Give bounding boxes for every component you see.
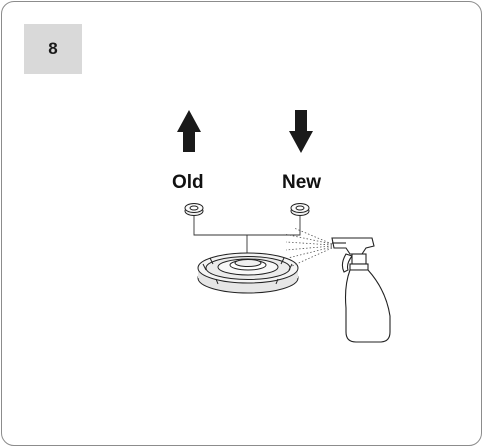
old-label: Old [172,172,204,193]
spray-bottle-icon [331,237,391,343]
leader-lines [193,216,301,256]
new-seal [290,203,310,216]
new-label: New [282,172,322,193]
old-seal [184,203,204,216]
step-badge: 8 [24,24,82,74]
arrow-up-icon [177,110,201,152]
ring-housing [197,252,299,294]
step-number: 8 [48,39,58,58]
arrow-down-icon [289,110,313,153]
spray-mist [283,227,333,267]
